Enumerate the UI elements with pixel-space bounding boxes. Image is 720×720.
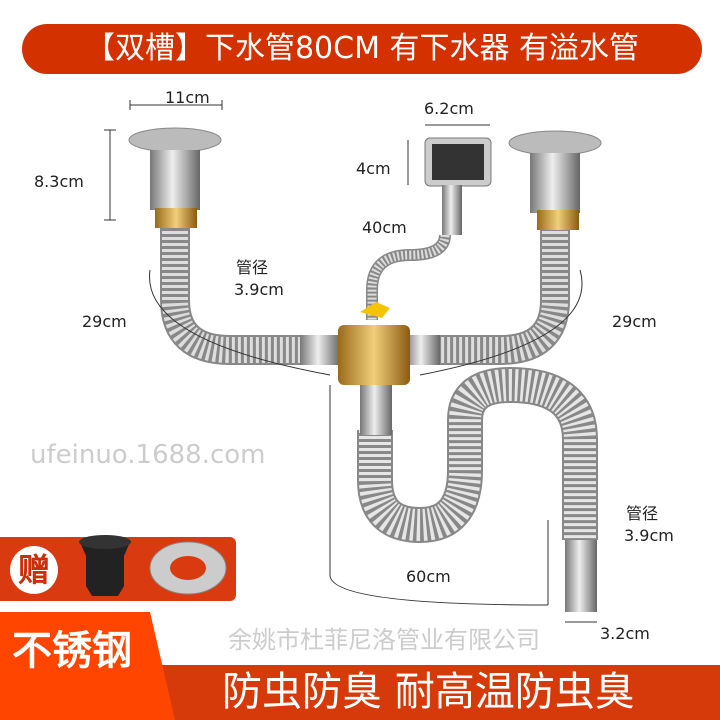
dim-drain-length: 60cm — [406, 567, 451, 586]
dim-left-diameter-label: 管径 — [236, 258, 269, 277]
overflow-cover — [424, 137, 492, 235]
dim-outlet-diameter: 3.9cm — [624, 526, 674, 545]
gift-badge: 赠 — [10, 546, 58, 594]
dim-right-length: 29cm — [612, 312, 657, 331]
url-watermark: ufeinuo.1688.com — [30, 440, 266, 470]
dim-tail-diameter: 3.2cm — [600, 624, 650, 643]
material-label: 不锈钢 — [12, 628, 132, 674]
tail-pipe — [565, 540, 597, 612]
dim-overflow-hose: 40cm — [362, 218, 407, 237]
dimension-lines — [104, 100, 597, 623]
brass-tee — [338, 325, 410, 385]
valve-handle — [360, 302, 390, 318]
dim-left-length: 29cm — [82, 312, 127, 331]
corrugated-pipes — [160, 225, 598, 544]
gift-accessories-image — [79, 535, 227, 596]
dim-drain-width: 11cm — [165, 88, 210, 107]
dim-overflow-height: 4cm — [356, 159, 391, 178]
right-drain-strainer — [508, 130, 602, 230]
header-banner: 【双槽】下水管80CM 有下水器 有溢水管 — [22, 24, 702, 74]
tee-outlet — [360, 385, 392, 435]
footer-slogan: 防虫防臭 耐高温防虫臭 — [222, 669, 635, 715]
company-watermark: 余姚市杜菲尼洛管业有限公司 — [228, 626, 540, 654]
dim-drain-height: 8.3cm — [34, 172, 84, 191]
header-title: 【双槽】下水管80CM 有下水器 有溢水管 — [84, 31, 640, 66]
dim-outlet-diameter-label: 管径 — [626, 504, 659, 523]
left-drain-strainer — [128, 127, 222, 228]
dim-overflow-width: 6.2cm — [424, 99, 474, 118]
dim-left-diameter: 3.9cm — [234, 280, 284, 299]
material-tab — [0, 612, 175, 720]
